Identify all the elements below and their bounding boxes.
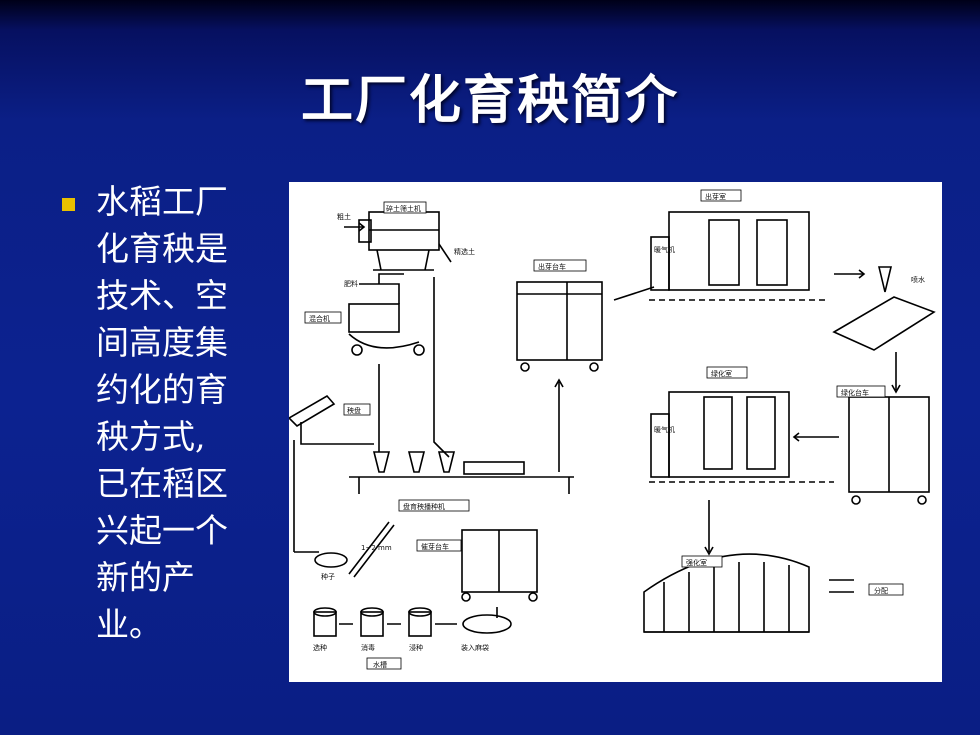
tray-icon — [289, 394, 336, 428]
process-diagram: 碎土筛土机 粗土 精选土 肥料 混合机 秧盘 盘育秧播种机 出芽台车 出芽室 暖… — [289, 182, 942, 682]
label-seeder: 盘育秧播种机 — [403, 502, 445, 511]
label-spray: 喷水 — [911, 275, 925, 284]
label-sprout-cart: 出芽台车 — [538, 262, 566, 271]
spray-tray — [832, 266, 936, 351]
bullet-marker — [62, 198, 75, 211]
label-distribute: 分配 — [874, 586, 888, 595]
label-soak: 浸种 — [409, 643, 423, 652]
seed-cart — [461, 529, 538, 618]
label-mixer: 混合机 — [309, 314, 330, 323]
bullet-text: 水稻工厂化育秧是技术、空间高度集约化的育秧方式,已在稻区兴起一个新的产业。 — [96, 182, 228, 644]
label-crusher: 碎土筛土机 — [386, 204, 421, 213]
hardening-greenhouse — [643, 553, 854, 633]
seeder-line — [349, 451, 574, 494]
green-cart — [848, 352, 930, 505]
label-disinfect: 消毒 — [361, 643, 375, 652]
label-water-tank: 水槽 — [373, 660, 387, 669]
label-seed-cart: 催芽台车 — [421, 542, 449, 551]
process-diagram-svg: 碎土筛土机 粗土 精选土 肥料 混合机 秧盘 盘育秧播种机 出芽台车 出芽室 暖… — [289, 189, 936, 670]
diagram-labels: 碎土筛土机 粗土 精选土 肥料 混合机 秧盘 盘育秧播种机 出芽台车 出芽室 暖… — [304, 189, 925, 670]
seed-prep-tanks — [313, 607, 512, 637]
label-select: 选种 — [313, 643, 327, 652]
crusher-machine — [344, 211, 452, 271]
slide-title: 工厂化育秧简介 — [300, 71, 679, 131]
seed-icon — [314, 552, 348, 568]
green-room — [649, 391, 839, 556]
sprout-room — [649, 211, 866, 301]
feed-pipe — [293, 440, 319, 553]
sprout-cart — [516, 281, 655, 472]
label-tray: 秧盘 — [347, 406, 361, 415]
label-coarse-soil: 粗土 — [337, 212, 351, 221]
label-hardening-room: 强化室 — [686, 558, 707, 567]
label-spacing: 1~2 mm — [361, 544, 392, 552]
mixer-machine — [348, 273, 425, 356]
label-sprout-ventilator: 暖气机 — [654, 245, 675, 254]
label-green-room: 绿化室 — [711, 369, 732, 378]
label-sprout-room: 出芽室 — [705, 192, 726, 201]
label-green-cart: 绿化台车 — [841, 388, 869, 397]
label-seed: 种子 — [321, 572, 335, 581]
label-fine-soil: 精选土 — [454, 247, 475, 256]
pipe-fine-soil — [433, 277, 450, 458]
label-green-ventilator: 暖气机 — [654, 425, 675, 434]
label-fertilizer: 肥料 — [344, 279, 358, 288]
label-bag: 装入麻袋 — [461, 643, 489, 652]
